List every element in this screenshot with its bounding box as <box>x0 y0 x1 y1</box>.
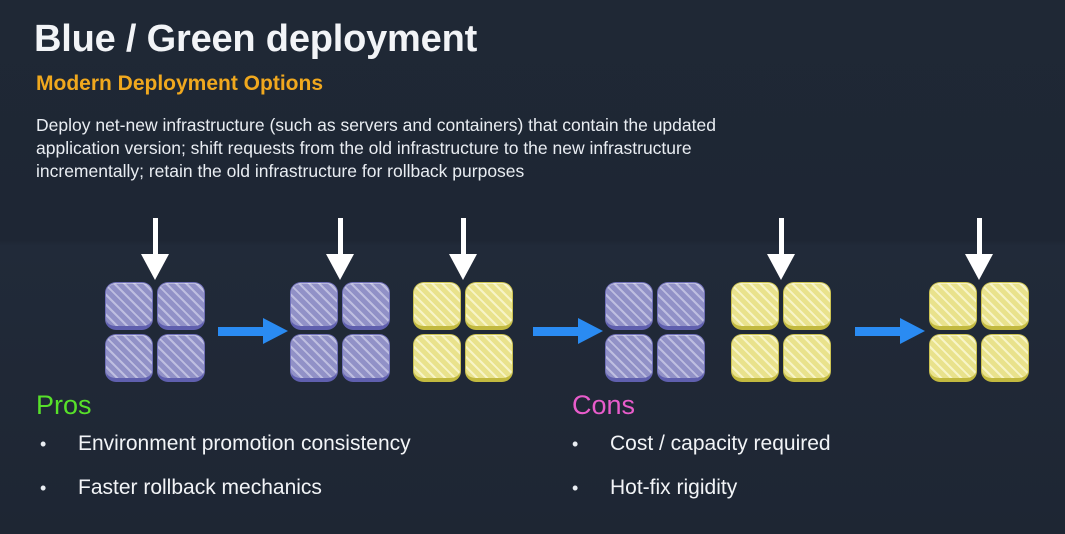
server-node <box>605 282 653 330</box>
server-node <box>929 334 977 382</box>
arrow-shaft <box>460 218 466 256</box>
pros-list-item-label: Faster rollback mechanics <box>78 476 322 499</box>
arrow-head <box>900 318 925 344</box>
traffic-down-arrow-icon <box>965 218 993 280</box>
arrow-head <box>767 254 795 280</box>
cons-list-item: • Hot-fix rigidity <box>572 476 737 499</box>
server-node <box>783 334 831 382</box>
new-infrastructure-group <box>929 282 1029 382</box>
cons-heading: Cons <box>572 390 636 420</box>
arrow-head <box>326 254 354 280</box>
new-infrastructure-group <box>413 282 513 382</box>
server-node <box>290 334 338 382</box>
arrow-head <box>965 254 993 280</box>
cons-list-item-label: Hot-fix rigidity <box>610 476 738 499</box>
cons-list-item-label: Cost / capacity required <box>610 432 831 455</box>
server-node <box>657 282 705 330</box>
arrow-shaft <box>778 218 784 256</box>
page-title: Blue / Green deployment <box>34 18 478 60</box>
bullet-icon: • <box>572 434 579 454</box>
arrow-head <box>263 318 288 344</box>
server-node <box>413 282 461 330</box>
traffic-down-arrow-icon <box>449 218 477 280</box>
pros-list-item: • Environment promotion consistency <box>40 432 411 455</box>
arrow-head <box>578 318 603 344</box>
server-node <box>465 334 513 382</box>
pros-list-item: • Faster rollback mechanics <box>40 476 322 499</box>
server-node <box>783 282 831 330</box>
description-paragraph: Deploy net-new infrastructure (such as s… <box>36 115 716 181</box>
transition-right-arrow-icon <box>533 318 603 344</box>
server-node <box>657 334 705 382</box>
page-subtitle: Modern Deployment Options <box>36 72 324 95</box>
bullet-icon: • <box>40 478 47 498</box>
server-node <box>290 282 338 330</box>
server-node <box>731 282 779 330</box>
server-node <box>981 282 1029 330</box>
server-node <box>105 282 153 330</box>
server-node <box>342 282 390 330</box>
arrow-head <box>141 254 169 280</box>
arrow-shaft <box>976 218 982 256</box>
server-node <box>981 334 1029 382</box>
old-infrastructure-group <box>605 282 705 382</box>
old-infrastructure-group <box>105 282 205 382</box>
server-node <box>105 334 153 382</box>
transition-right-arrow-icon <box>218 318 288 344</box>
bullet-icon: • <box>572 478 579 498</box>
pros-list-item-label: Environment promotion consistency <box>78 432 411 455</box>
server-node <box>929 282 977 330</box>
new-infrastructure-group <box>731 282 831 382</box>
server-node <box>342 334 390 382</box>
arrow-shaft <box>855 327 903 336</box>
server-node <box>157 282 205 330</box>
traffic-down-arrow-icon <box>141 218 169 280</box>
arrow-shaft <box>533 327 581 336</box>
traffic-down-arrow-icon <box>767 218 795 280</box>
arrow-head <box>449 254 477 280</box>
transition-right-arrow-icon <box>855 318 925 344</box>
traffic-down-arrow-icon <box>326 218 354 280</box>
arrow-shaft <box>218 327 266 336</box>
server-node <box>731 334 779 382</box>
arrow-shaft <box>152 218 158 256</box>
old-infrastructure-group <box>290 282 390 382</box>
bullet-icon: • <box>40 434 47 454</box>
server-node <box>157 334 205 382</box>
cons-list-item: • Cost / capacity required <box>572 432 831 455</box>
server-node <box>465 282 513 330</box>
pros-heading: Pros <box>36 390 92 420</box>
arrow-shaft <box>337 218 343 256</box>
server-node <box>413 334 461 382</box>
server-node <box>605 334 653 382</box>
